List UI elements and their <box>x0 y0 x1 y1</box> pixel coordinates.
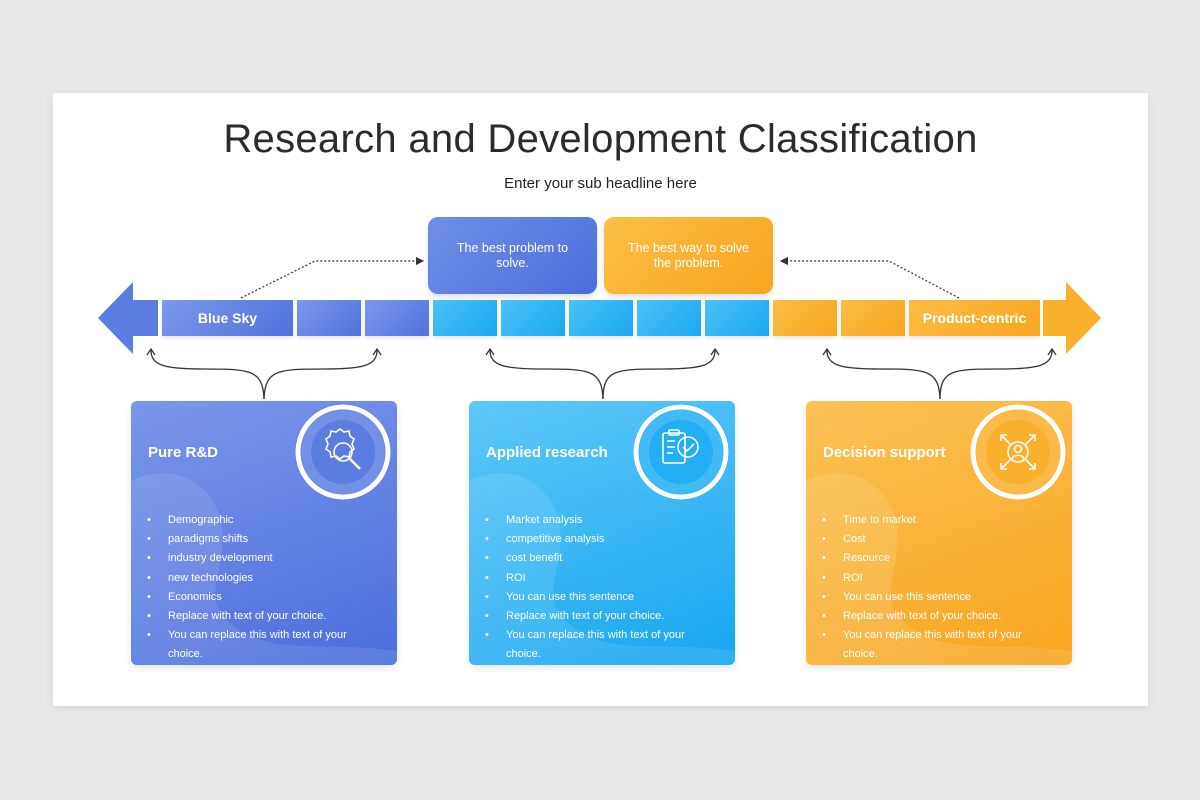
brace-1 <box>146 347 382 400</box>
list-item: competitive analysis <box>485 530 685 549</box>
card-bullet-list: Demographic paradigms shifts industry de… <box>147 511 347 665</box>
clipboard-check-icon <box>633 404 729 500</box>
list-item: cost benefit <box>485 549 685 568</box>
list-item: You can replace this with text of your c… <box>147 626 347 664</box>
callout-best-way: The best way to solve the problem. <box>604 217 773 294</box>
scale-segment <box>773 300 837 336</box>
list-item: Replace with text of your choice. <box>147 607 347 626</box>
right-arrowhead <box>1043 282 1101 354</box>
scale-segment-product-centric: Product-centric <box>909 300 1040 336</box>
scale-segment <box>501 300 565 336</box>
list-item: Market analysis <box>485 511 685 530</box>
brace-3 <box>822 347 1057 400</box>
list-item: Demographic <box>147 511 347 530</box>
list-item: Replace with text of your choice. <box>822 607 1022 626</box>
list-item: paradigms shifts <box>147 530 347 549</box>
list-item: new technologies <box>147 569 347 588</box>
card-title: Pure R&D <box>148 444 219 461</box>
dotted-connector-right <box>779 256 960 299</box>
scale-segment <box>637 300 701 336</box>
card-applied-research: Applied research Market analysis competi… <box>469 401 735 665</box>
scale-segment <box>365 300 429 336</box>
list-item: You can replace this with text of your c… <box>822 626 1022 664</box>
slide: Research and Development Classification … <box>53 93 1148 706</box>
list-item: Cost <box>822 530 1022 549</box>
list-item: You can replace this with text of your c… <box>485 626 685 664</box>
slide-title: Research and Development Classification <box>223 117 978 161</box>
scale-segment <box>297 300 361 336</box>
list-item: You can use this sentence <box>485 588 685 607</box>
list-item: Replace with text of your choice. <box>485 607 685 626</box>
list-item: Time to market <box>822 511 1022 530</box>
list-item: ROI <box>485 569 685 588</box>
list-item: ROI <box>822 569 1022 588</box>
callout-best-problem: The best problem to solve. <box>428 217 597 294</box>
card-decision-support: Decision support Time to market Cost Res… <box>806 401 1072 665</box>
left-arrowhead <box>98 282 158 354</box>
list-item: industry development <box>147 549 347 568</box>
connectors <box>98 256 1101 400</box>
card-bullet-list: Time to market Cost Resource ROI You can… <box>822 511 1022 665</box>
person-expand-icon <box>970 404 1066 500</box>
list-item: Resource <box>822 549 1022 568</box>
list-item: Economics <box>147 588 347 607</box>
card-pure-rd: Pure R&D Demographic paradigms shifts in… <box>131 401 397 665</box>
scale-segment-blue-sky: Blue Sky <box>162 300 293 336</box>
slide-subtitle: Enter your sub headline here <box>504 175 697 192</box>
card-title: Decision support <box>823 444 946 461</box>
scale-segment <box>433 300 497 336</box>
card-title: Applied research <box>486 444 608 461</box>
scale-segment <box>569 300 633 336</box>
brace-2 <box>485 347 720 400</box>
scale-segment <box>705 300 769 336</box>
dotted-connector-left <box>240 256 425 299</box>
list-item: You can use this sentence <box>822 588 1022 607</box>
gear-search-icon <box>295 404 391 500</box>
card-bullet-list: Market analysis competitive analysis cos… <box>485 511 685 665</box>
scale-segment <box>841 300 905 336</box>
